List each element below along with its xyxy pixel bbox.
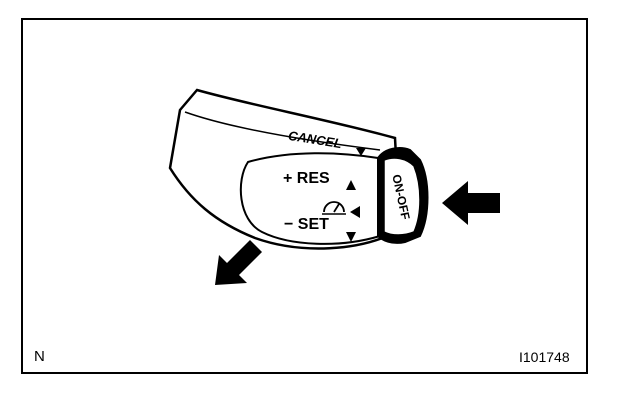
corner-label-left: N	[34, 348, 45, 365]
pointer-triangle-icon	[350, 206, 360, 218]
set-label: − SET	[284, 216, 329, 233]
arrow-down-left-icon	[215, 240, 262, 285]
arrow-left-icon	[442, 181, 500, 225]
switch-panel	[239, 152, 382, 245]
figure-code: I101748	[519, 349, 570, 365]
res-label: + RES	[283, 170, 330, 187]
set-down-triangle-icon	[346, 232, 356, 242]
speedometer-icon	[322, 201, 346, 215]
cancel-triangle-icon	[356, 148, 366, 156]
res-up-triangle-icon	[346, 180, 356, 190]
